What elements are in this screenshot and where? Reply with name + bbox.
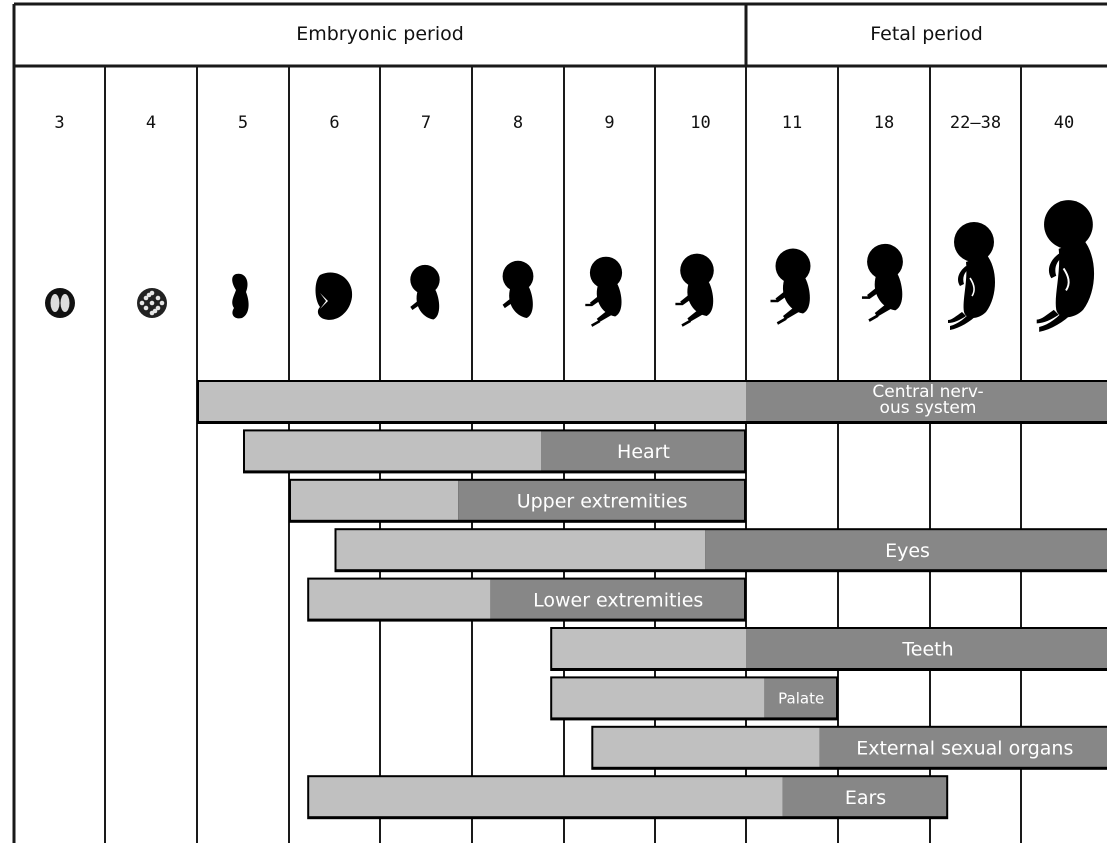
organ-row: External sexual organs [591,725,1107,770]
organ-label: Teeth [901,639,953,661]
less-sensitive-bar [309,777,783,817]
organ-label: External sexual organs [856,737,1073,759]
organ-label: Upper extremities [517,490,688,512]
highly-sensitive-bar [541,431,744,471]
fetus-icon [770,248,811,325]
week-label: 40 [1053,113,1075,133]
highly-sensitive-bar [782,777,947,817]
organ-row: Ears [307,775,949,820]
fetal-period-label: Fetal period [870,23,983,45]
week-label: 18 [873,113,895,133]
embryo-icon [315,272,353,320]
week-label: 10 [690,113,711,133]
week-label: 11 [781,113,803,133]
organ-row: Teeth [550,627,1107,671]
organ-row: Palate [550,676,838,721]
week-label: 9 [604,113,615,133]
fetus-icon [861,243,903,322]
less-sensitive-bar [593,727,820,767]
highly-sensitive-bar [705,530,1107,570]
organ-row: Central nerv-ous system [197,380,1107,424]
less-sensitive-bar [245,431,541,471]
organ-row: Upper extremities [289,478,746,523]
organ-label: Lower extremities [533,589,703,611]
less-sensitive-bar [336,530,706,570]
organ-label: ous system [880,398,977,418]
fetus-icon [1036,200,1095,332]
morula-icon [137,288,167,318]
embryo-icon [675,253,714,327]
week-label: 3 [54,113,65,133]
highly-sensitive-bar [458,480,744,520]
highly-sensitive-bar [490,579,744,619]
organ-label: Palate [778,690,824,708]
week-label: 7 [420,113,432,133]
highly-sensitive-bar [819,727,1107,767]
organ-row: Eyes [334,528,1107,573]
week-label: 5 [237,113,249,133]
embryo-icon [232,273,249,319]
less-sensitive-bar [552,629,746,668]
organ-row: Heart [243,429,746,474]
embryo-icon [410,264,440,320]
organ-label: Eyes [885,540,930,562]
week-label: 6 [329,113,340,133]
embryonic-period-label: Embryonic period [296,23,464,45]
week-label: 8 [512,113,524,133]
embryo-icon [585,256,623,327]
week-label: 4 [145,113,157,133]
less-sensitive-bar [309,579,491,619]
highly-sensitive-bar [746,382,1107,421]
less-sensitive-bar [552,678,765,718]
week-label: 22–38 [949,113,1002,133]
less-sensitive-bar [199,382,746,421]
less-sensitive-bar [291,480,459,520]
organ-label: Ears [845,787,886,809]
fetus-icon [948,222,995,330]
cell-division-icon [45,288,75,318]
highly-sensitive-bar [764,678,836,718]
stage-icons [45,200,1095,332]
highly-sensitive-bar [746,629,1107,668]
organ-row: Lower extremities [307,577,746,622]
embryo-icon [502,260,534,318]
organ-label: Central nerv- [872,382,983,402]
organ-label: Heart [617,441,670,463]
